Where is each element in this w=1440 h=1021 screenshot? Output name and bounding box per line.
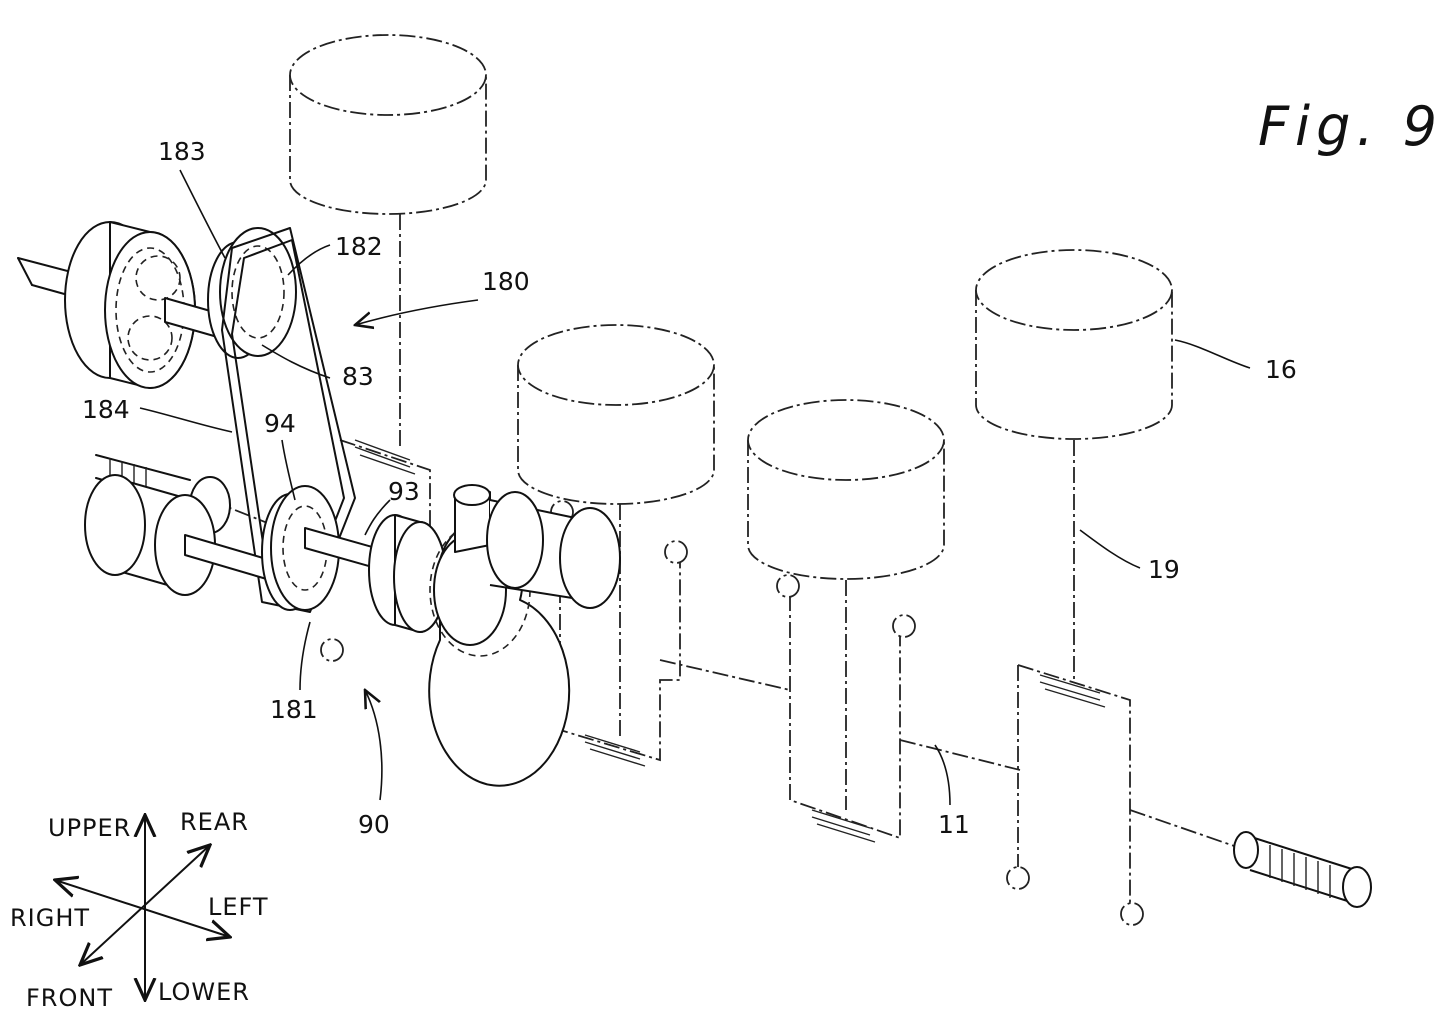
piston-3 (747, 399, 945, 810)
label-183: 183 (158, 137, 206, 166)
direction-upper: UPPER (48, 814, 131, 842)
direction-front: FRONT (26, 984, 113, 1012)
direction-left: LEFT (208, 893, 269, 921)
gear-94-assembly (428, 484, 621, 787)
crankshaft (209, 439, 1241, 926)
direction-right: RIGHT (10, 904, 90, 932)
balancer-shaft-lower (84, 454, 271, 596)
label-181: 181 (270, 695, 318, 724)
piston-1 (289, 34, 487, 450)
label-184: 184 (82, 395, 130, 424)
direction-indicator (55, 815, 230, 1000)
direction-lower: LOWER (158, 978, 250, 1006)
balancer-shaft-upper (17, 221, 297, 389)
crank-sprocket-181 (261, 485, 391, 611)
direction-rear: REAR (180, 808, 249, 836)
label-93: 93 (388, 477, 420, 506)
label-182: 182 (335, 232, 383, 261)
output-shaft-end (1233, 831, 1372, 908)
label-83: 83 (342, 362, 374, 391)
label-180: 180 (482, 267, 530, 296)
piston-16 (975, 249, 1173, 680)
label-11: 11 (938, 810, 970, 839)
label-19: 19 (1148, 555, 1180, 584)
figure-title: Fig. 9 (1258, 95, 1440, 158)
label-90: 90 (358, 810, 390, 839)
label-16: 16 (1265, 355, 1297, 384)
piston-2 (517, 324, 715, 740)
label-94: 94 (264, 409, 296, 438)
leader-lines (139, 169, 1251, 806)
gear-93 (368, 514, 447, 633)
